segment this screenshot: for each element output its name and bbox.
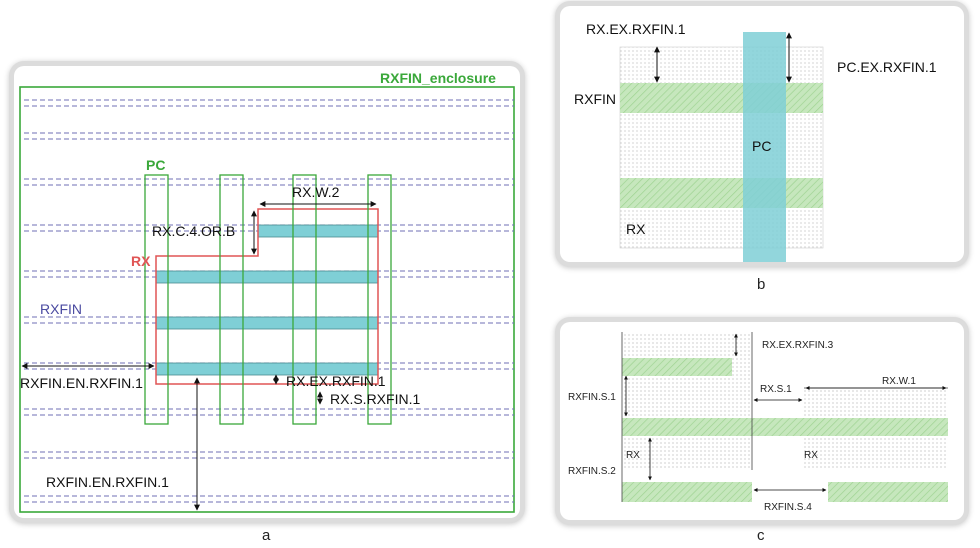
rxfin-s-4-label: RXFIN.S.4 bbox=[764, 502, 812, 513]
rx-ex-3-label: RX.EX.RXFIN.3 bbox=[762, 340, 834, 351]
rx-label-b: RX bbox=[626, 221, 646, 237]
rx-outline bbox=[155, 208, 379, 385]
caption-a: a bbox=[262, 527, 271, 544]
panel-b-diagram: RX.EX.RXFIN.1 PC.EX.RXFIN.1 RXFIN PC RX bbox=[574, 21, 937, 262]
panel-c: RX.EX.RXFIN.3 RX.S.1 RX.W.1 RXFIN.S.1 RX… bbox=[560, 322, 964, 520]
rx-right-label: RX bbox=[804, 450, 818, 461]
rx-label: RX bbox=[131, 253, 151, 269]
rx-ex-label: RX.EX.RXFIN.1 bbox=[286, 373, 386, 389]
fin-c-top bbox=[622, 358, 732, 376]
panel-c-diagram: RX.EX.RXFIN.3 RX.S.1 RX.W.1 RXFIN.S.1 RX… bbox=[568, 332, 948, 513]
rx-w-1-label: RX.W.1 bbox=[882, 376, 916, 387]
rxfin-en-left-label: RXFIN.EN.RXFIN.1 bbox=[20, 375, 143, 391]
rx-w-2-label: RX.W.2 bbox=[292, 184, 340, 200]
rxfin-s-2-label: RXFIN.S.2 bbox=[568, 466, 616, 477]
caption-c: c bbox=[757, 527, 765, 544]
pc-label-b: PC bbox=[752, 138, 771, 154]
fin-c-bottom-left bbox=[622, 482, 752, 502]
rxfin-enclosure-box bbox=[19, 86, 515, 513]
pc-ex-label-b: PC.EX.RXFIN.1 bbox=[837, 59, 937, 75]
rxfin-fins bbox=[155, 224, 379, 376]
rx-region bbox=[619, 46, 824, 249]
rx-region-left bbox=[622, 332, 752, 470]
panel-a-diagram: RXFIN_enclosure PC RX RXFIN RX.W.2 RX.C.… bbox=[19, 70, 515, 513]
pc-label: PC bbox=[146, 157, 165, 173]
caption-b: b bbox=[757, 276, 766, 293]
rxfin-en-bottom-label: RXFIN.EN.RXFIN.1 bbox=[46, 474, 169, 490]
rxfin-label-b: RXFIN bbox=[574, 91, 616, 107]
rxfin-enclosure-label: RXFIN_enclosure bbox=[380, 70, 496, 86]
rx-left-label: RX bbox=[626, 450, 640, 461]
rxfin-s-1-label: RXFIN.S.1 bbox=[568, 392, 616, 403]
fin-c-middle bbox=[622, 418, 948, 436]
rxfin-band-2 bbox=[620, 178, 823, 208]
panel-b: RX.EX.RXFIN.1 PC.EX.RXFIN.1 RXFIN PC RX bbox=[560, 6, 964, 262]
panel-a: RXFIN_enclosure PC RX RXFIN RX.W.2 RX.C.… bbox=[14, 66, 520, 518]
rxfin-lines bbox=[24, 99, 514, 503]
fin-c-bottom-right bbox=[828, 482, 948, 502]
rxfin-label: RXFIN bbox=[40, 301, 82, 317]
rx-s-1-label: RX.S.1 bbox=[760, 384, 792, 395]
pc-bar bbox=[743, 32, 786, 262]
rxfin-band-1 bbox=[620, 83, 823, 113]
rx-c-4-label: RX.C.4.OR.B bbox=[152, 223, 235, 239]
pc-gates bbox=[144, 174, 392, 425]
rx-ex-label-b: RX.EX.RXFIN.1 bbox=[586, 21, 686, 37]
rx-s-label: RX.S.RXFIN.1 bbox=[330, 391, 420, 407]
